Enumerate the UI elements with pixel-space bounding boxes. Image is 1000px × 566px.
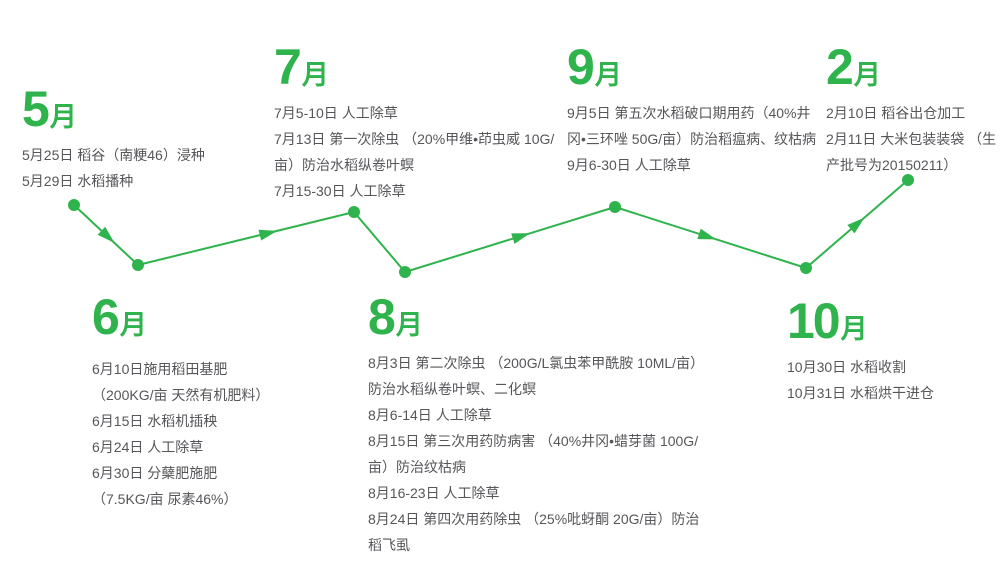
timeline-node-2月 (902, 174, 914, 186)
month-events-october: 10月30日 水稻收割 10月31日 水稻烘干进仓 (787, 354, 999, 406)
timeline-segment (137, 211, 355, 266)
month-unit: 月 (301, 60, 329, 90)
event-item: 8月24日 第四次用药除虫 （25%吡蚜酮 20G/亩）防治稻飞虱 (368, 511, 700, 553)
event-item: 7月13日 第一次除虫 （20%甲维•茚虫威 10G/亩）防治水稻纵卷叶螟 (274, 131, 555, 173)
event-item: 5月29日 水稻播种 (22, 173, 134, 189)
month-unit: 月 (853, 60, 881, 90)
month-events-september: 9月5日 第五次水稻破口期用药（40%井冈•三环唑 50G/亩）防治稻瘟病、纹枯… (567, 100, 823, 178)
timeline-segment (404, 206, 616, 273)
timeline-node-10月 (800, 262, 812, 274)
month-section-june: 6月 6月10日施用稻田基肥 （200KG/亩 天然有机肥料） 6月15日 水稻机… (92, 292, 380, 512)
timeline-segment (353, 211, 406, 273)
event-item: 8月16-23日 人工除草 (368, 485, 500, 501)
month-heading-may: 5月 (22, 84, 284, 134)
month-number: 6 (92, 289, 120, 345)
event-item: 6月24日 人工除草 (92, 439, 204, 455)
timeline-node-6月 (132, 259, 144, 271)
month-section-may: 5月 5月25日 稻谷（南粳46）浸种 5月29日 水稻播种 (22, 84, 284, 194)
arrow-icon (97, 226, 115, 244)
month-number: 10 (787, 293, 841, 349)
event-item: 6月10日施用稻田基肥 （200KG/亩 天然有机肥料） (92, 361, 270, 403)
event-item: 8月6-14日 人工除草 (368, 407, 492, 423)
month-unit: 月 (49, 102, 77, 132)
month-unit: 月 (119, 310, 147, 340)
month-section-july: 7月 7月5-10日 人工除草 7月13日 第一次除虫 （20%甲维•茚虫威 10… (274, 42, 566, 204)
month-events-february: 2月10日 稻谷出仓加工 2月11日 大米包装装袋 （生产批号为20150211） (826, 100, 1000, 178)
event-item: 7月15-30日 人工除草 (274, 183, 406, 199)
arrow-icon (697, 228, 717, 240)
arrow-icon (511, 233, 531, 244)
arrow-icon (258, 229, 278, 241)
month-number: 9 (567, 39, 595, 95)
month-heading-june: 6月 (92, 292, 380, 342)
month-section-september: 9月 9月5日 第五次水稻破口期用药（40%井冈•三环唑 50G/亩）防治稻瘟病… (567, 42, 823, 178)
month-events-july: 7月5-10日 人工除草 7月13日 第一次除虫 （20%甲维•茚虫威 10G/亩… (274, 100, 566, 204)
month-heading-february: 2月 (826, 42, 1000, 92)
month-heading-july: 7月 (274, 42, 566, 92)
month-section-august: 8月 8月3日 第二次除虫 （200G/L氯虫苯甲酰胺 10ML/亩）防治水稻纵… (368, 292, 706, 558)
event-item: 10月30日 水稻收割 (787, 359, 907, 375)
event-item: 2月10日 稻谷出仓加工 (826, 105, 966, 121)
event-item: 6月30日 分蘖肥施肥 （7.5KG/亩 尿素46%） (92, 465, 238, 507)
timeline-node-7月 (348, 206, 360, 218)
event-item: 9月6-30日 人工除草 (567, 157, 691, 173)
month-heading-september: 9月 (567, 42, 823, 92)
arrow-icon (847, 217, 865, 234)
event-item: 8月15日 第三次用药防病害 （40%井冈•蜡芽菌 100G/亩）防治纹枯病 (368, 433, 699, 475)
month-events-may: 5月25日 稻谷（南粳46）浸种 5月29日 水稻播种 (22, 142, 284, 194)
month-unit: 月 (395, 310, 423, 340)
month-heading-october: 10月 (787, 296, 999, 346)
month-section-february: 2月 2月10日 稻谷出仓加工 2月11日 大米包装装袋 （生产批号为201502… (826, 42, 1000, 178)
month-number: 2 (826, 39, 854, 95)
month-number: 8 (368, 289, 396, 345)
event-item: 7月5-10日 人工除草 (274, 105, 398, 121)
event-item: 6月15日 水稻机插秧 (92, 413, 218, 429)
event-item: 10月31日 水稻烘干进仓 (787, 385, 935, 401)
month-section-october: 10月 10月30日 水稻收割 10月31日 水稻烘干进仓 (787, 296, 999, 406)
month-events-june: 6月10日施用稻田基肥 （200KG/亩 天然有机肥料） 6月15日 水稻机插秧 6… (92, 356, 380, 512)
event-item: 5月25日 稻谷（南粳46）浸种 (22, 147, 205, 163)
month-events-august: 8月3日 第二次除虫 （200G/L氯虫苯甲酰胺 10ML/亩）防治水稻纵卷叶螟… (368, 350, 706, 558)
event-item: 8月3日 第二次除虫 （200G/L氯虫苯甲酰胺 10ML/亩）防治水稻纵卷叶螟… (368, 355, 705, 397)
month-unit: 月 (840, 314, 868, 344)
event-item: 9月5日 第五次水稻破口期用药（40%井冈•三环唑 50G/亩）防治稻瘟病、纹枯… (567, 105, 817, 147)
month-number: 5 (22, 81, 50, 137)
timeline-node-5月 (68, 199, 80, 211)
timeline-node-8月 (399, 266, 411, 278)
event-item: 2月11日 大米包装装袋 （生产批号为20150211） (826, 131, 997, 173)
timeline-node-9月 (609, 201, 621, 213)
month-unit: 月 (594, 60, 622, 90)
month-number: 7 (274, 39, 302, 95)
month-heading-august: 8月 (368, 292, 706, 342)
